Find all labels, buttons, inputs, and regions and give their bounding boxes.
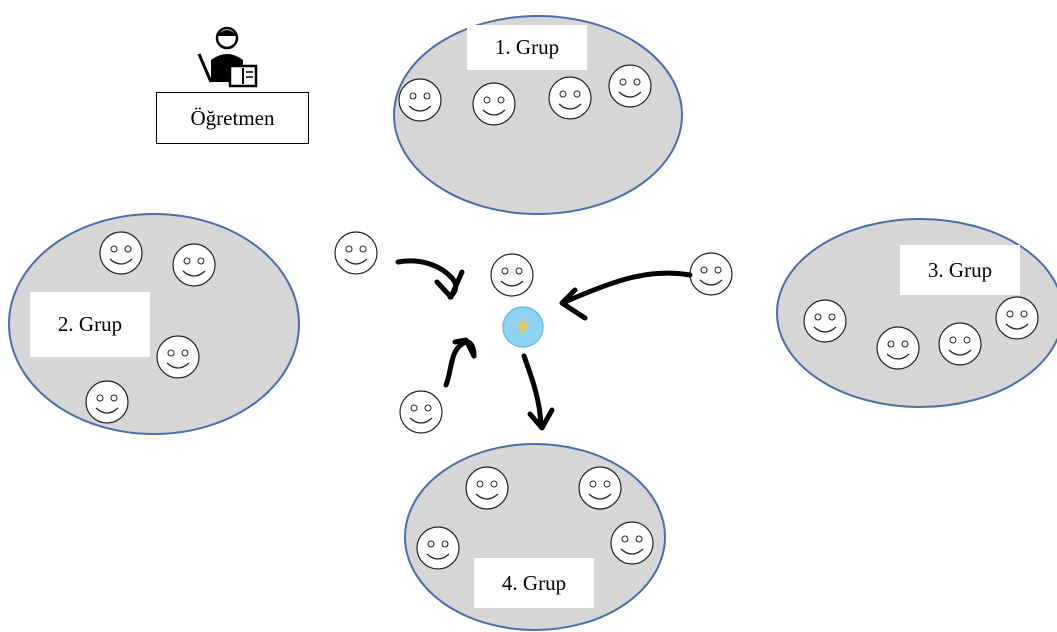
lightning-icon	[502, 306, 544, 348]
arrow-left-to-center	[395, 258, 465, 300]
student-icon	[156, 335, 200, 379]
group-2-ellipse	[8, 213, 300, 435]
student-icon	[99, 231, 143, 275]
student-icon	[548, 76, 592, 120]
teacher-label: Öğretmen	[156, 92, 309, 144]
arrow-right-to-center	[559, 270, 693, 321]
student-icon	[578, 466, 622, 510]
student-icon	[85, 380, 129, 424]
teacher-icon	[197, 26, 258, 88]
student-icon	[938, 322, 982, 366]
group-1-label: 1. Grup	[467, 25, 587, 70]
student-icon	[172, 243, 216, 287]
group-1-ellipse	[393, 15, 683, 215]
student-icon	[416, 526, 460, 570]
group-2-label: 2. Grup	[30, 292, 150, 357]
student-icon	[334, 231, 378, 275]
group-3-label: 3. Grup	[900, 245, 1020, 295]
arrow-center-to-group-4	[521, 353, 555, 431]
group-4-label: 4. Grup	[474, 558, 594, 608]
student-icon	[689, 252, 733, 296]
student-icon	[399, 390, 443, 434]
student-icon	[398, 78, 442, 122]
student-icon	[876, 326, 920, 370]
student-icon	[608, 64, 652, 108]
student-icon	[465, 466, 509, 510]
student-icon	[490, 253, 534, 297]
student-icon	[472, 82, 516, 126]
student-icon	[610, 521, 654, 565]
student-icon	[803, 299, 847, 343]
student-icon	[995, 296, 1039, 340]
arrow-bottomleft-to-center	[443, 337, 477, 388]
